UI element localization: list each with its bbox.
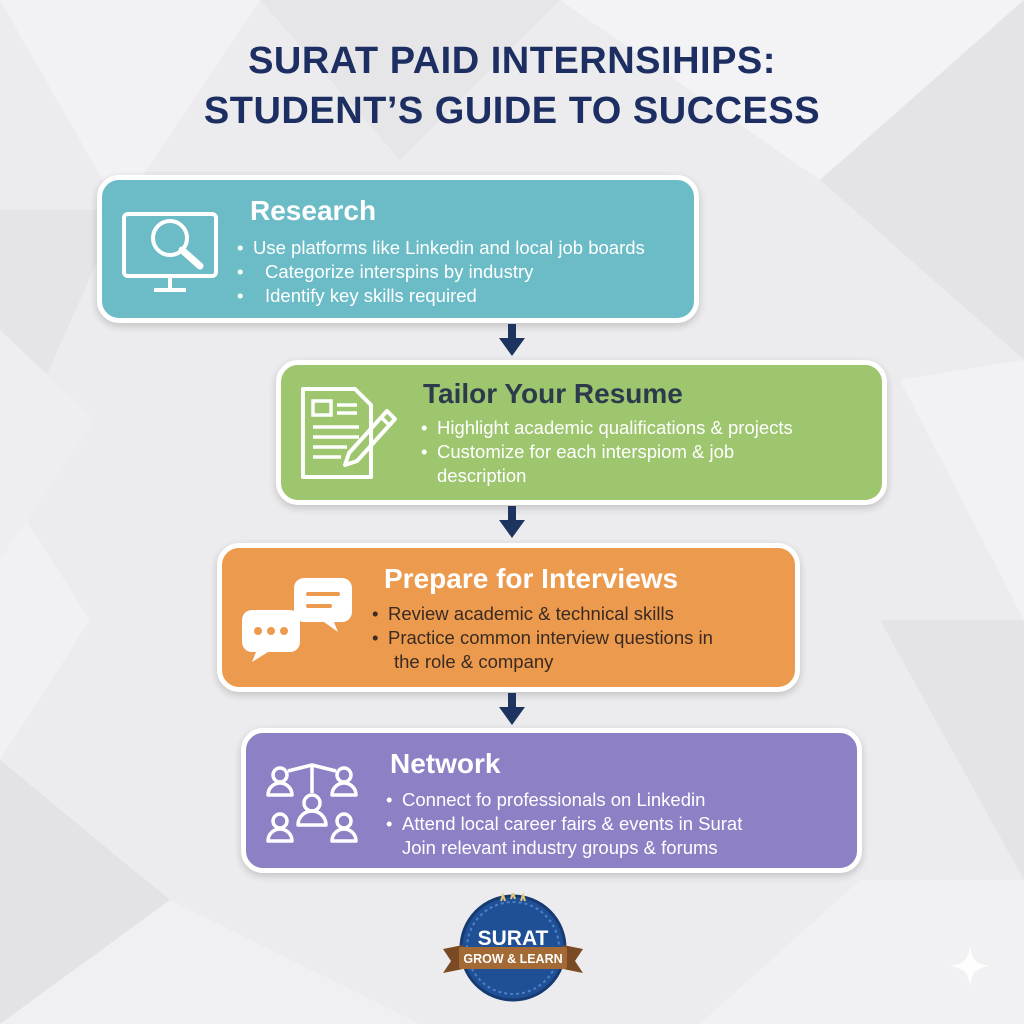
step-card-research: Research Use platforms like Linkedin and… (97, 175, 699, 323)
list-item: Join relevant industry groups & forums (402, 837, 718, 858)
list-item: Connect fo professionals on Linkedin (386, 788, 742, 812)
page-title: SURAT PAID INTERNSIHIPS: STUDENT’S GUIDE… (0, 36, 1024, 136)
sparkle-icon (950, 946, 990, 986)
list-item: Categorize interspins by industry (237, 260, 645, 284)
flow-arrow-down (499, 693, 525, 725)
step-bullet-list: Review academic & technical skills Pract… (372, 602, 713, 674)
step-card-prepare-interviews: Prepare for Interviews Review academic &… (217, 543, 800, 692)
step-heading: Research (250, 195, 377, 226)
badge-ribbon-text: GROW & LEARN (463, 952, 563, 966)
step-bullet-list: Connect fo professionals on Linkedin Att… (386, 788, 742, 860)
list-item: Use platforms like Linkedin and local jo… (237, 236, 645, 260)
list-item: Attend local career fairs & events in Su… (386, 812, 742, 836)
step-heading: Tailor Your Resume (423, 378, 683, 409)
speech-bubbles-icon (238, 572, 356, 669)
list-item: Practice common interview questions in (372, 626, 713, 650)
step-bullet-list: Use platforms like Linkedin and local jo… (237, 236, 645, 308)
list-item: Review academic & technical skills (372, 602, 713, 626)
step-bullet-list: Highlight academic qualifications & proj… (421, 416, 793, 488)
badge-title: SURAT (477, 927, 549, 950)
step-heading: Prepare for Interviews (384, 563, 679, 594)
step-card-tailor-resume: Tailor Your Resume Highlight academic qu… (276, 360, 887, 505)
people-network-icon (264, 763, 360, 852)
flow-arrow-down (499, 324, 525, 356)
flow-arrow-down (499, 506, 525, 538)
list-item: description (437, 465, 527, 486)
badge-seal-icon (443, 889, 583, 1002)
step-heading: Network (390, 748, 501, 779)
document-pencil-icon (299, 385, 399, 486)
list-item: Identify key skills required (237, 284, 645, 308)
list-item: Highlight academic qualifications & proj… (421, 416, 793, 440)
list-item: the role & company (394, 651, 554, 672)
page-title-line-2: STUDENT’S GUIDE TO SUCCESS (203, 90, 821, 132)
list-item: Customize for each interspiom & job (421, 440, 793, 464)
surat-grow-learn-badge: SURAT GROW & LEARN (433, 889, 593, 1009)
monitor-magnifier-icon (120, 208, 220, 305)
page-title-line-1: SURAT PAID INTERNSIHIPS: (248, 40, 776, 82)
step-card-network: Network Connect fo professionals on Link… (241, 728, 862, 873)
